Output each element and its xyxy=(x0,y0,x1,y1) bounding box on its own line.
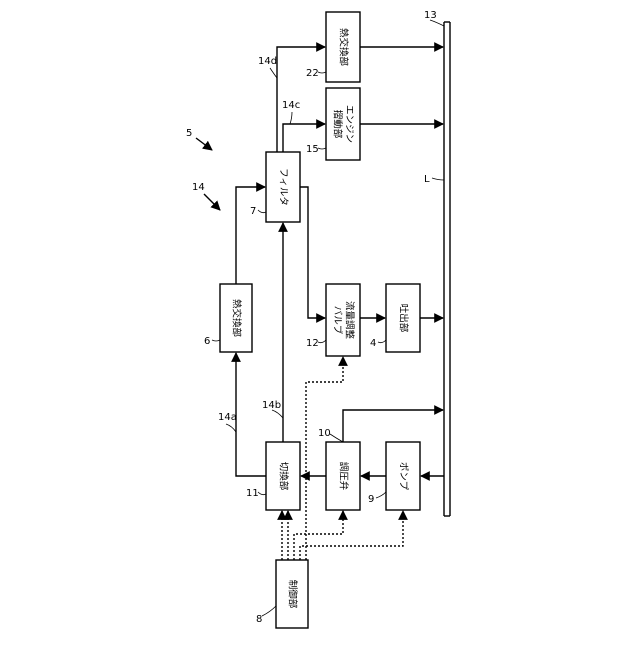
ref-tank: 13 xyxy=(424,10,437,21)
oil-tank xyxy=(444,22,450,516)
filter-label: フィルタ xyxy=(278,168,289,206)
pressure-valve-label: 調圧弁 xyxy=(338,462,350,491)
ref-path-c: 14c xyxy=(282,100,300,111)
ref-path-d: 14d xyxy=(258,56,277,67)
pump-label: ポンプ xyxy=(398,462,409,491)
ref-engine: 15 xyxy=(306,144,319,155)
ref-pressure-valve: 10 xyxy=(318,428,331,439)
ref-system: 5 xyxy=(186,128,192,139)
ref-path-b: 14b xyxy=(262,400,281,411)
ref-discharge: 4 xyxy=(370,338,376,349)
ref-circuit: 14 xyxy=(192,182,205,193)
ref-control: 8 xyxy=(256,614,262,625)
control-unit-label: 制御部 xyxy=(287,580,299,609)
ref-oil: L xyxy=(424,174,430,185)
ref-filter: 7 xyxy=(250,206,256,217)
discharge-label: 吐出部 xyxy=(398,304,410,333)
switch-unit-label: 切換部 xyxy=(278,462,290,491)
heat-exchanger-6-label: 熱交換部 xyxy=(231,299,243,337)
engine-label-2: 摺動部 xyxy=(332,110,344,139)
ref-pump: 9 xyxy=(368,494,374,505)
ref-switch: 11 xyxy=(246,488,259,499)
flow-valve-label-1: 流量調整 xyxy=(344,301,356,340)
ref-heat-exchanger-6: 6 xyxy=(204,336,210,347)
ref-path-a: 14a xyxy=(218,412,237,423)
engine-label-1: エンジン xyxy=(344,105,355,143)
heat-exchanger-22-label: 熱交換部 xyxy=(338,28,350,66)
ref-flow-valve: 12 xyxy=(306,338,319,349)
ref-heat-exchanger-22: 22 xyxy=(306,68,319,79)
flow-valve-label-2: バルブ xyxy=(332,306,344,335)
